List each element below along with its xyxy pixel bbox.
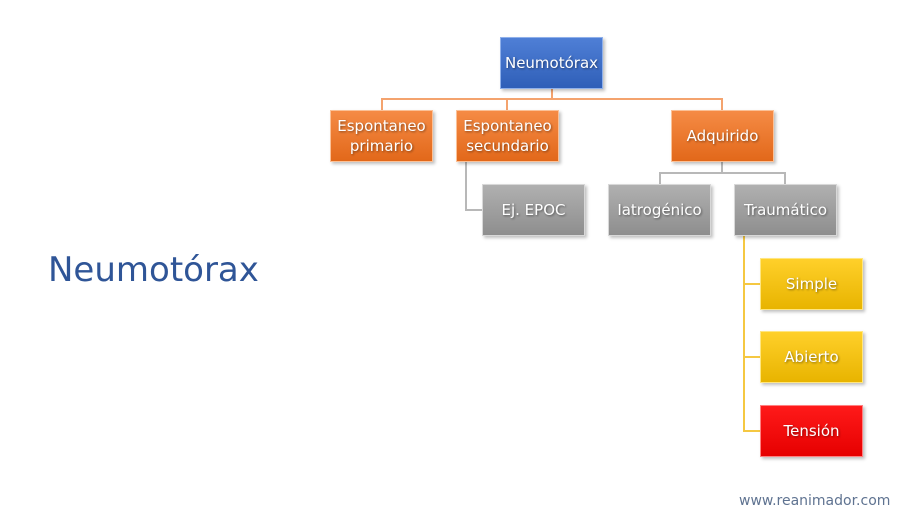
connector [381,98,383,110]
node-root: Neumotórax [500,37,603,89]
connector [721,162,723,173]
node-iatrogenico: Iatrogénico [608,184,711,236]
connector [465,209,482,211]
node-abierto: Abierto [760,331,863,383]
connector [551,88,553,99]
node-tension: Tensión [760,405,863,457]
connector [743,356,760,358]
connector [743,430,760,432]
node-traumatico: Traumático [734,184,837,236]
node-ej-epoc: Ej. EPOC [482,184,585,236]
node-adquirido: Adquirido [671,110,774,162]
connector [743,236,745,432]
node-espontaneo-primario: Espontaneo primario [330,110,433,162]
connector [381,98,723,100]
footer-url: www.reanimador.com [739,493,891,509]
connector [659,172,786,174]
connector [784,172,786,184]
connector [465,162,467,211]
connector [721,98,723,110]
slide-title: Neumotórax [48,250,259,290]
connector [743,283,760,285]
connector [506,98,508,110]
node-simple: Simple [760,258,863,310]
connector [659,172,661,184]
node-espontaneo-secundario: Espontaneo secundario [456,110,559,162]
